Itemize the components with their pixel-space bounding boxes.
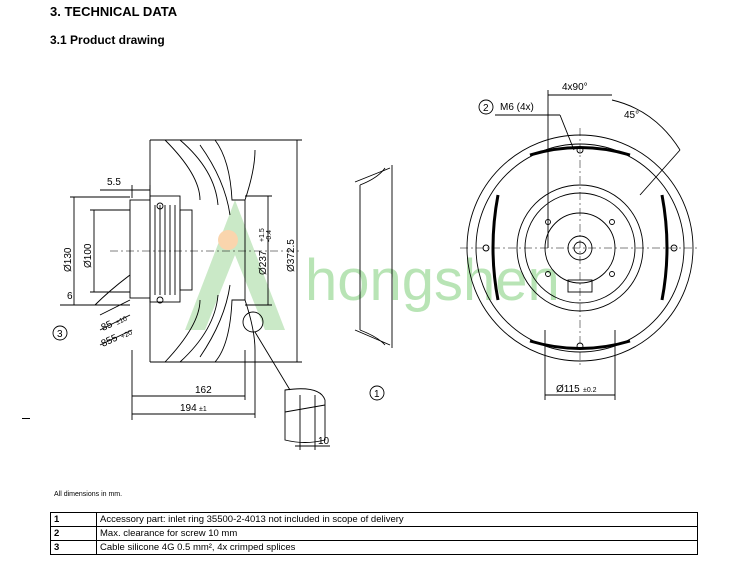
notes-table: 1 Accessory part: inlet ring 35500-2-401… <box>50 512 698 555</box>
dim-m6: M6 (4x) <box>500 102 534 113</box>
dim-d237-tol-upper: +1.5 <box>259 228 266 242</box>
dim-d100: Ø100 <box>83 243 94 268</box>
svg-text:2: 2 <box>483 103 489 114</box>
svg-text:3: 3 <box>57 329 63 340</box>
dim-d237-tol-lower: -0.4 <box>266 230 273 242</box>
note-text: Max. clearance for screw 10 mm <box>96 526 698 541</box>
dim-10: 10 <box>318 436 330 447</box>
dim-d237: Ø237 <box>258 250 269 275</box>
inlet-ring <box>354 165 393 348</box>
motor-housing <box>129 199 151 299</box>
note-number: 2 <box>50 526 97 541</box>
dim-5-5: 5.5 <box>107 177 121 188</box>
dim-194: 194 <box>180 403 197 414</box>
watermark: hongshen <box>185 200 560 330</box>
margin-tick <box>22 418 30 419</box>
side-view-labels: 5.5 Ø130 Ø100 6 Ø237 +1.5 -0.4 Ø372.5 85… <box>63 177 330 447</box>
dim-d372-5: Ø372.5 <box>286 239 297 272</box>
product-drawing: hongshen <box>52 82 700 450</box>
dim-162: 162 <box>195 385 212 396</box>
dim-4x90: 4x90° <box>562 82 588 93</box>
callout-1: 1 <box>369 385 385 401</box>
front-view <box>460 90 700 400</box>
dim-45: 45° <box>624 110 639 121</box>
svg-text:1: 1 <box>374 389 380 400</box>
table-row: 3 Cable silicone 4G 0.5 mm², 4x crimped … <box>50 540 698 555</box>
detail-circle <box>242 311 264 333</box>
table-row: 1 Accessory part: inlet ring 35500-2-401… <box>50 512 698 527</box>
table-row: 2 Max. clearance for screw 10 mm <box>50 526 698 541</box>
note-number: 3 <box>50 540 97 555</box>
watermark-text: hongshen <box>305 248 560 313</box>
callout-3: 3 <box>52 325 68 341</box>
note-text: Accessory part: inlet ring 35500-2-4013 … <box>96 512 698 527</box>
dim-85: 85 <box>100 319 115 334</box>
note-number: 1 <box>50 512 97 527</box>
dim-855-tol: +20 <box>120 329 134 340</box>
subsection-title: 3.1 Product drawing <box>50 33 165 47</box>
callout-2: 2 <box>478 99 494 115</box>
dim-6: 6 <box>67 291 73 302</box>
dim-d130: Ø130 <box>63 247 74 272</box>
dimensions-footnote: All dimensions in mm. <box>54 491 123 498</box>
dim-855: 855 <box>100 333 120 350</box>
side-view <box>60 139 330 450</box>
front-view-labels: 4x90° M6 (4x) 45° Ø115 ±0.2 <box>500 82 639 395</box>
dim-85-tol: ±10 <box>115 316 129 327</box>
section-title: 3. TECHNICAL DATA <box>50 4 178 19</box>
impeller-outline <box>150 139 246 363</box>
dim-194-tol: ±1 <box>199 406 207 413</box>
dim-d115: Ø115 <box>556 384 580 395</box>
dim-d115-tol: ±0.2 <box>583 387 597 394</box>
note-text: Cable silicone 4G 0.5 mm², 4x crimped sp… <box>96 540 698 555</box>
